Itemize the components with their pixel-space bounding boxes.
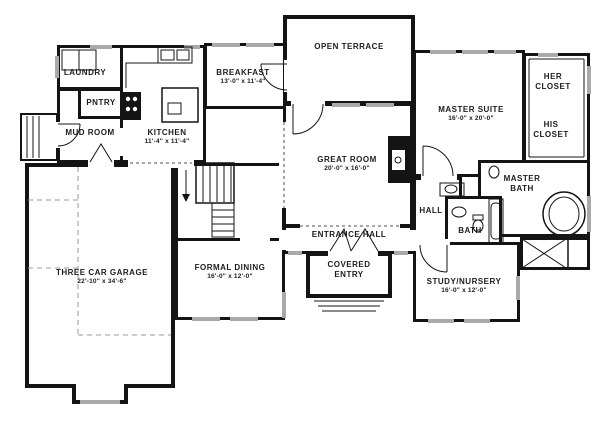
hall-label: HALL (419, 206, 442, 216)
window (366, 103, 394, 107)
window (282, 292, 286, 318)
pantry-label: PNTRY (86, 98, 115, 108)
room-name: ENTRANCE HALL (311, 230, 387, 239)
window (516, 276, 520, 300)
room-name: STUDY/NURSERY (426, 276, 502, 286)
room-dims: 16'-0" x 12'-0" (207, 272, 253, 280)
room-name: MUD ROOM (65, 128, 115, 137)
laundry-label: LAUNDRY (64, 68, 106, 78)
window (587, 66, 591, 94)
stair-hall (175, 163, 285, 241)
open-terrace-label: OPEN TERRACE (314, 42, 384, 52)
entrance-hall-label: ENTRANCE HALL (312, 230, 387, 240)
room-name: OPEN TERRACE (314, 42, 384, 51)
window (246, 43, 274, 47)
room-name: THREE CAR GARAGE (55, 267, 149, 277)
room-name: MASTER SUITE (438, 104, 504, 114)
shower-closet-block (520, 237, 590, 270)
window (288, 251, 302, 255)
window (462, 50, 488, 54)
window (587, 196, 591, 232)
room-name: HALL (419, 206, 443, 215)
window (394, 251, 408, 255)
formal-dining-label: FORMAL DINING 16'-0" x 12'-0" (195, 263, 266, 281)
room-name: BATH (458, 226, 482, 235)
three-car-garage-label: THREE CAR GARAGE 22'-10" x 34'-6" (56, 268, 148, 286)
room-open-terrace (283, 15, 415, 105)
window (80, 400, 120, 404)
his-closet-label: HIS CLOSET (530, 120, 572, 140)
study-nursery-label: STUDY/NURSERY 16'-0" x 12'-0" (427, 277, 502, 295)
room-name: PNTRY (86, 98, 116, 107)
room-name: FORMAL DINING (194, 262, 266, 272)
window (332, 103, 360, 107)
room-dims: 20'-0" x 16'-0" (324, 164, 370, 172)
window (192, 317, 220, 321)
room-closets (523, 53, 590, 163)
covered-entry-label: COVERED ENTRY (324, 260, 374, 280)
room-dims: 16'-0" x 20'-0" (448, 114, 494, 122)
window (430, 50, 456, 54)
window (212, 43, 240, 47)
breakfast-label: BREAKFAST 13'-0" x 11'-4" (216, 68, 269, 86)
room-name: BREAKFAST (216, 67, 270, 77)
room-name: COVERED ENTRY (327, 260, 371, 279)
room-pantry (78, 88, 123, 119)
room-dims: 11'-4" x 11'-4" (144, 137, 190, 145)
window (55, 56, 59, 78)
room-name: LAUNDRY (63, 68, 107, 77)
window (538, 53, 558, 57)
room-dims: 22'-10" x 34'-6" (77, 277, 127, 285)
room-dims: 13'-0" x 11'-4" (220, 77, 266, 85)
master-suite-label: MASTER SUITE 16'-0" x 20'-0" (438, 105, 504, 123)
master-bath-label: MASTER BATH (501, 174, 543, 194)
room-bath (445, 196, 502, 245)
her-closet-label: HER CLOSET (532, 72, 574, 92)
room-side-porch (20, 113, 58, 161)
window (90, 45, 112, 49)
bath-label: BATH (458, 226, 482, 236)
great-room-label: GREAT ROOM 20'-0" x 16'-0" (317, 155, 377, 173)
room-dims: 16'-0" x 12'-0" (441, 286, 487, 294)
room-name: MASTER BATH (503, 174, 541, 193)
window (184, 45, 200, 49)
window (428, 319, 454, 323)
room-name: KITCHEN (147, 127, 187, 137)
room-name: HER CLOSET (535, 72, 571, 91)
window (230, 317, 258, 321)
kitchen-label: KITCHEN 11'-4" x 11'-4" (145, 128, 190, 146)
window (494, 50, 516, 54)
window (464, 319, 490, 323)
room-name: GREAT ROOM (317, 154, 377, 164)
room-name: HIS CLOSET (533, 120, 569, 139)
mud-room-label: MUD ROOM (65, 128, 114, 138)
